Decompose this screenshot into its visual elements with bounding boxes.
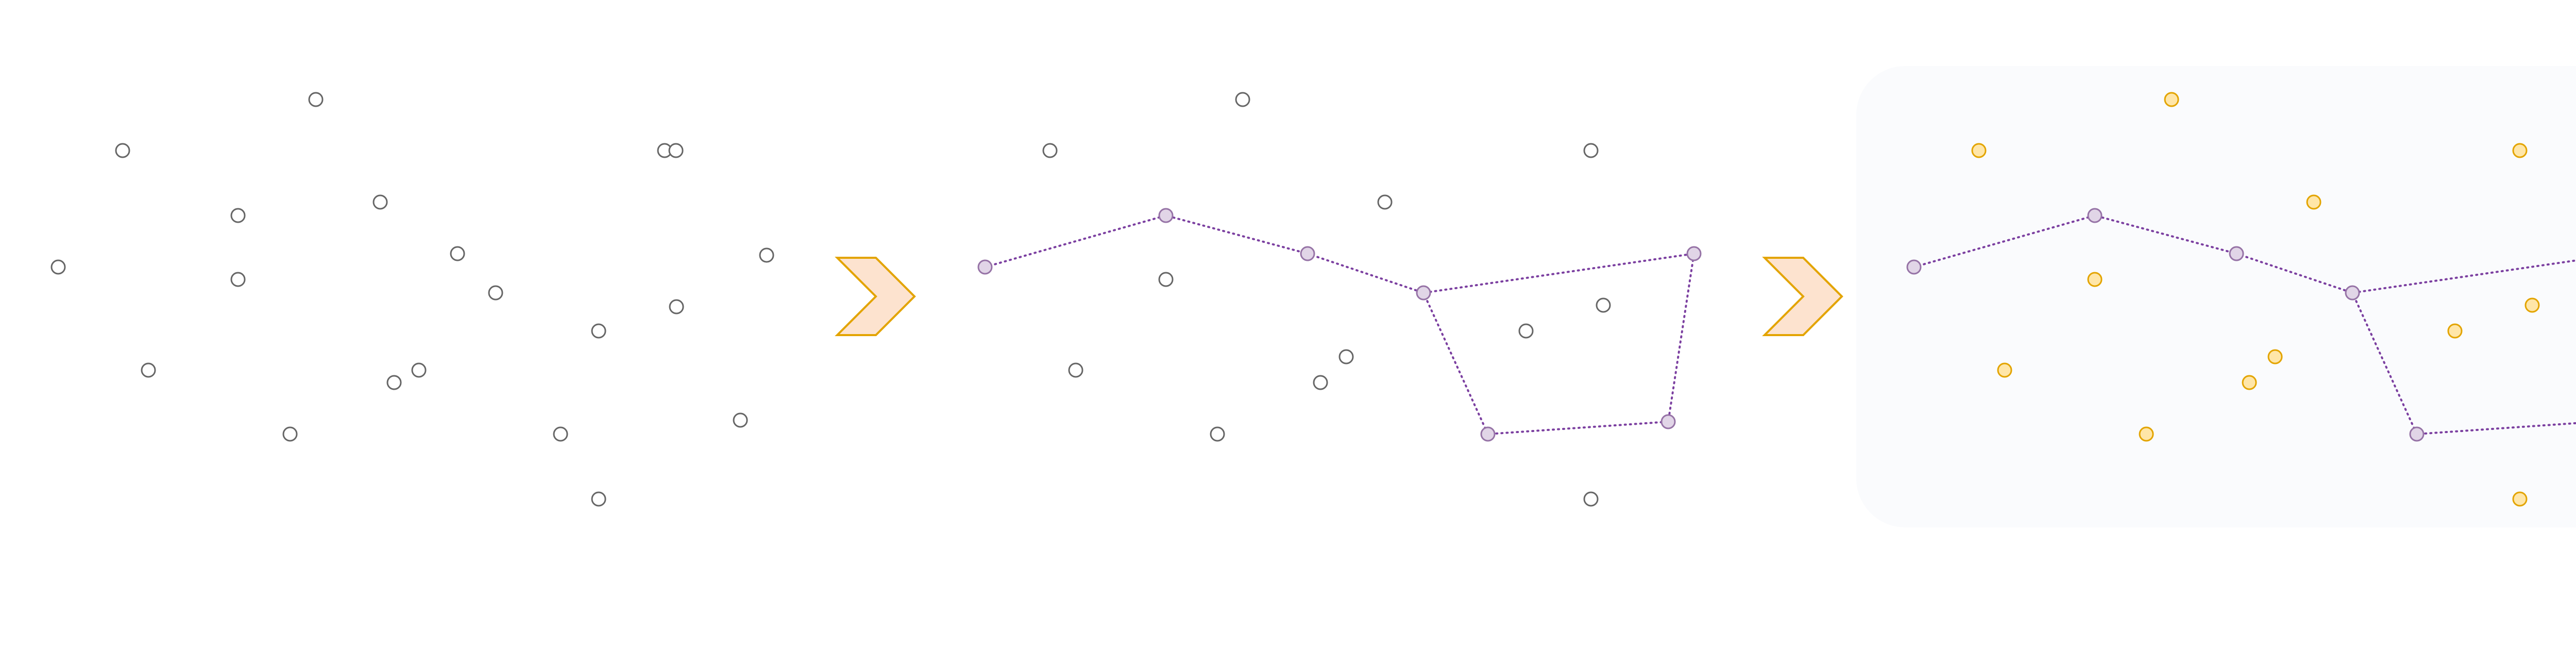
highlighted-star [2512, 491, 2528, 507]
highlighted-star [1997, 362, 2012, 378]
constellation-star [977, 259, 993, 275]
panel-raw-star-field [50, 92, 774, 507]
star [553, 426, 568, 442]
star [230, 272, 246, 287]
highlighted-star [2139, 426, 2154, 442]
star [450, 246, 465, 261]
star [1596, 297, 1611, 313]
star [115, 143, 130, 158]
star [668, 143, 684, 158]
highlighted-star [2087, 272, 2103, 287]
star [141, 362, 156, 378]
constellation-star [1158, 208, 1174, 223]
highlighted-star [2306, 194, 2321, 210]
constellation-star [2345, 285, 2360, 301]
star [230, 208, 246, 223]
highlighted-star [1971, 143, 1987, 158]
star [733, 412, 748, 428]
highlighted-star [2267, 349, 2283, 364]
highlighted-star [2447, 323, 2463, 339]
star [308, 92, 324, 107]
star [386, 375, 402, 390]
star [591, 323, 606, 339]
constellation-star [1660, 414, 1676, 429]
constellation-star [2229, 246, 2244, 261]
panel-constellation-highlighted [1906, 92, 2576, 507]
star [759, 247, 774, 263]
chevron-right-icon [835, 257, 916, 336]
constellation-star [1480, 426, 1496, 442]
star [1068, 362, 1083, 378]
star [1583, 143, 1599, 158]
star [372, 194, 388, 210]
star [488, 285, 503, 301]
star [1338, 349, 1354, 364]
constellation-star [1906, 259, 1922, 275]
chevron-right-icon [1762, 257, 1843, 336]
star [411, 362, 427, 378]
constellation-star [1686, 246, 1702, 261]
star [282, 426, 298, 442]
star [1158, 272, 1174, 287]
constellation-star [1300, 246, 1315, 261]
highlighted-star [2524, 297, 2540, 313]
highlighted-star [2242, 375, 2257, 390]
star [1377, 194, 1393, 210]
constellation-star [1416, 285, 1431, 301]
constellation-line [1913, 214, 2576, 435]
star [669, 299, 684, 314]
panel-constellation-traced [977, 92, 1702, 507]
star [1518, 323, 1534, 339]
constellation-star [2409, 426, 2425, 442]
constellation-line [984, 214, 1695, 435]
star [1313, 375, 1328, 390]
star [1210, 426, 1225, 442]
star [1042, 143, 1058, 158]
star [1235, 92, 1250, 107]
star [1583, 491, 1599, 507]
constellation-star [2087, 208, 2103, 223]
star [591, 491, 606, 507]
star [50, 259, 66, 275]
highlighted-star [2164, 92, 2179, 107]
panel-3-background [1856, 66, 2576, 527]
highlighted-star [2512, 143, 2528, 158]
